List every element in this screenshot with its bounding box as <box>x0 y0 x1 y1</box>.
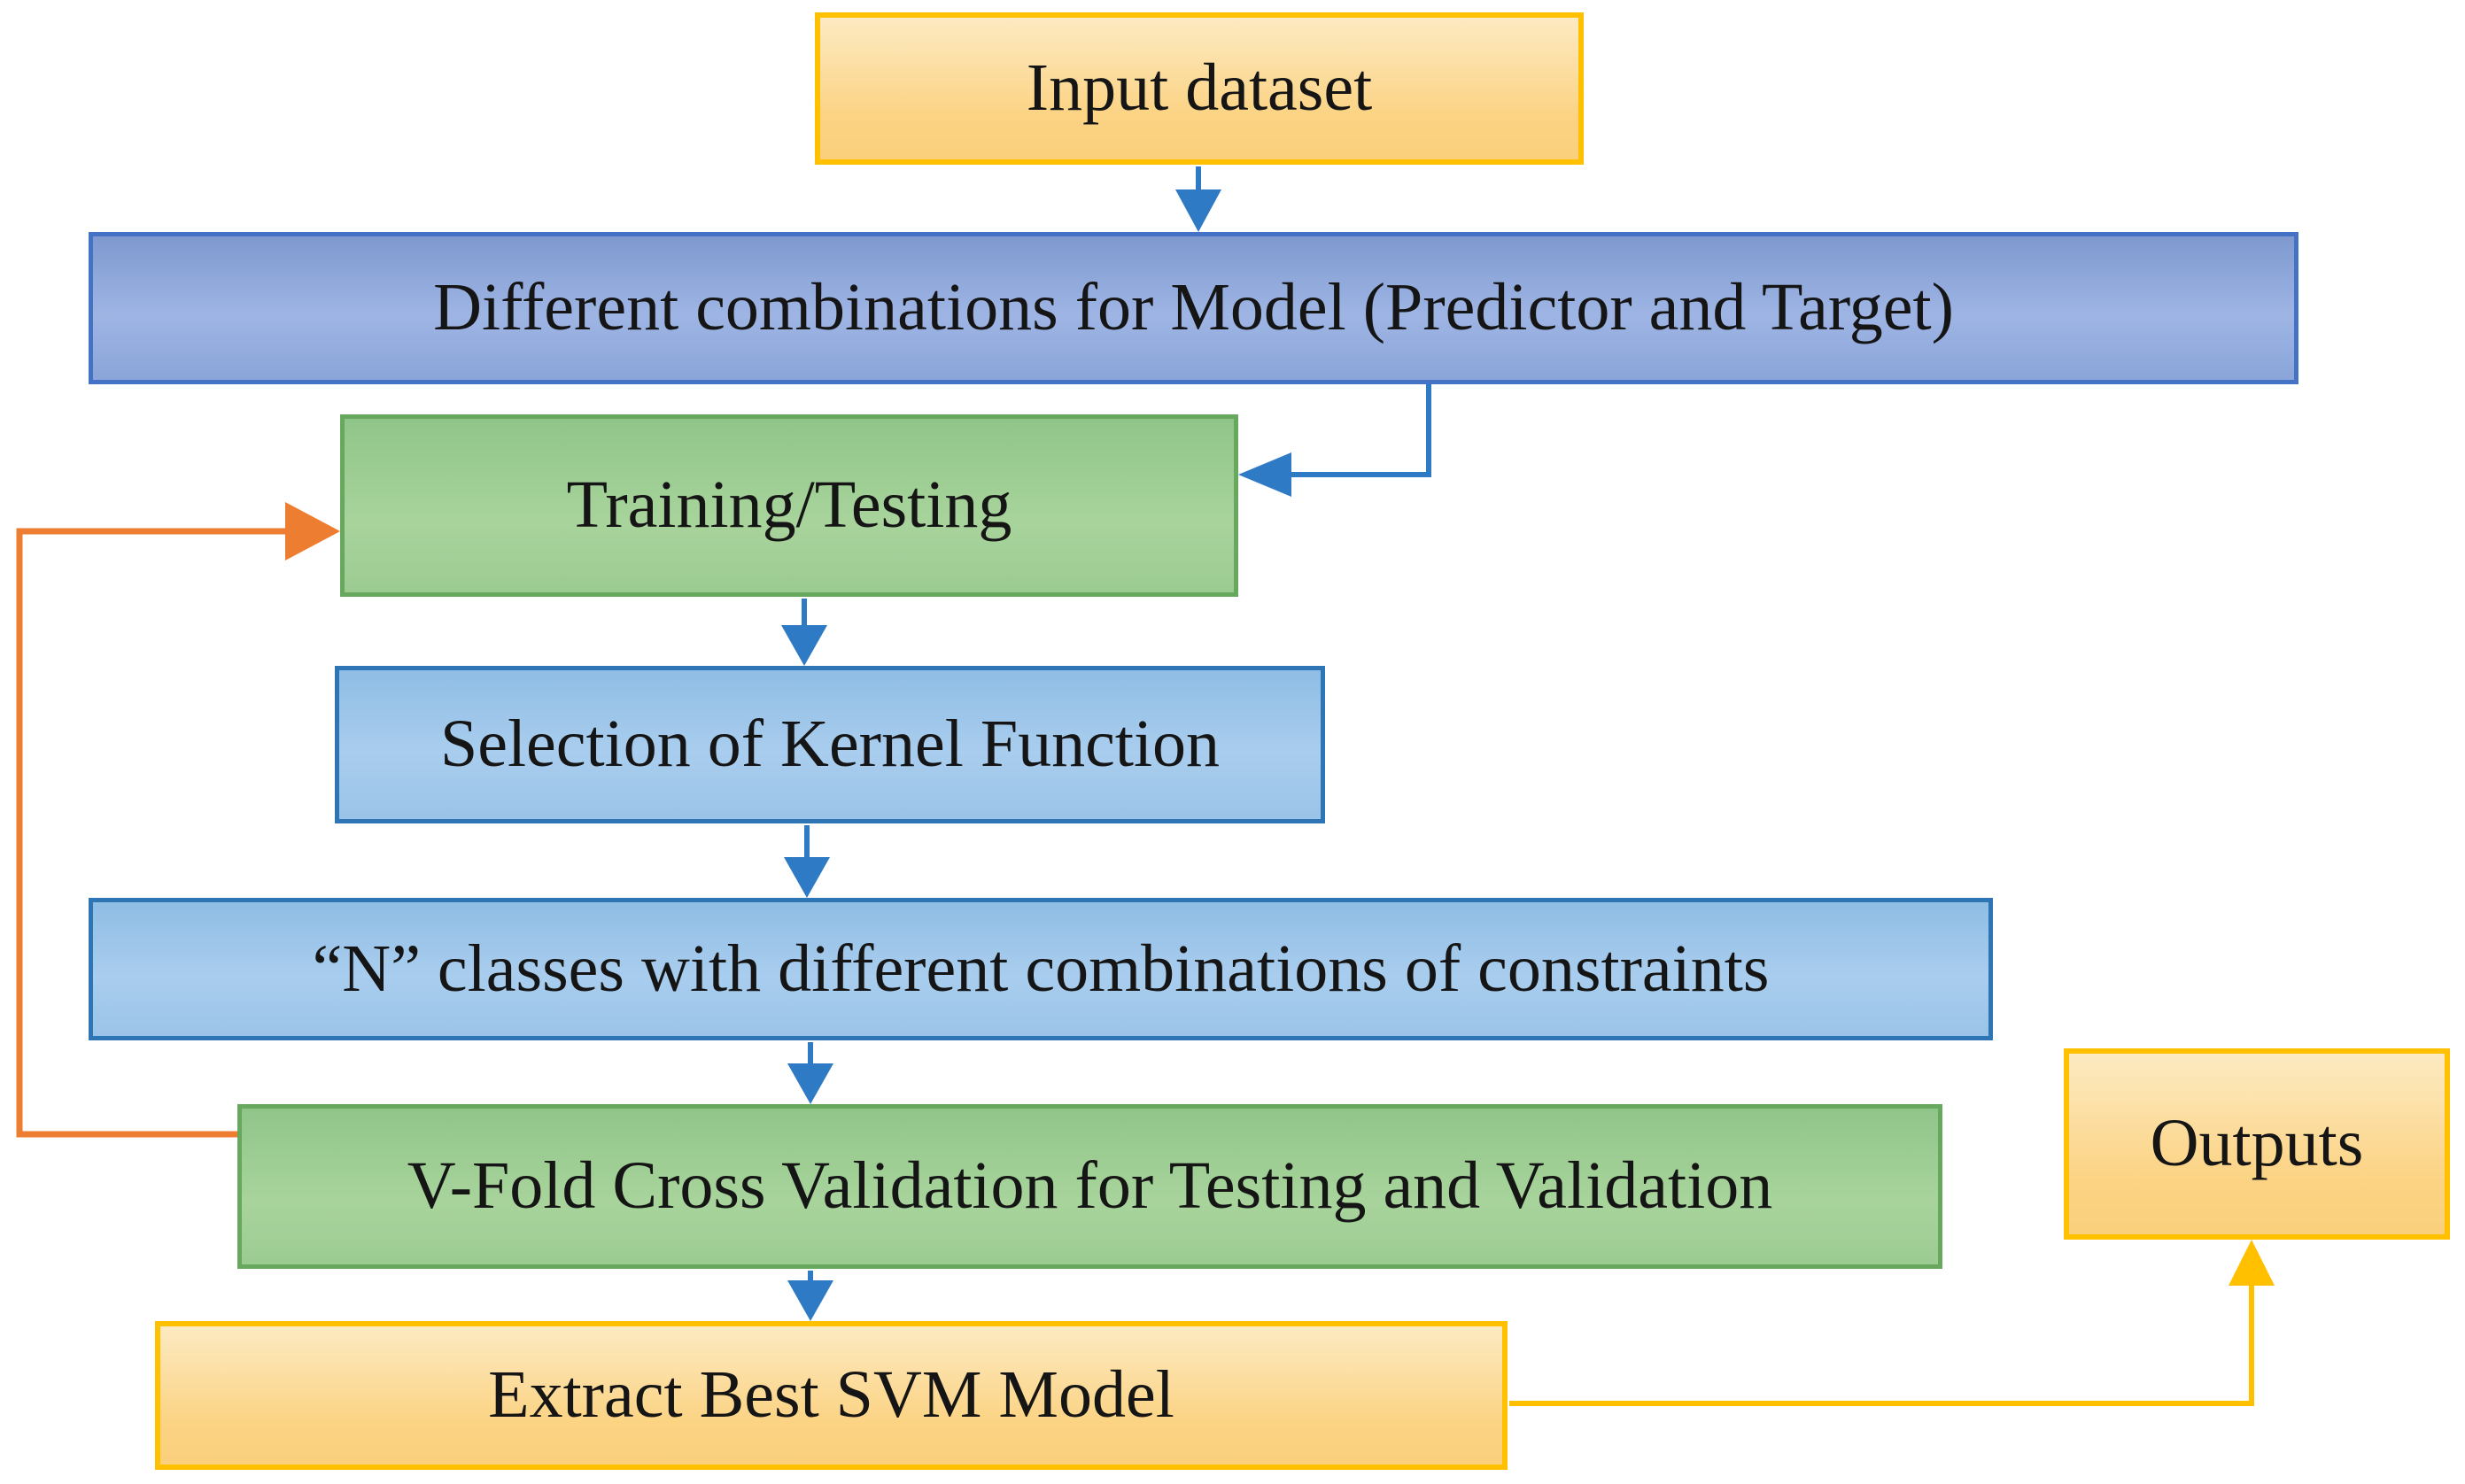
node-training-testing: Training/Testing <box>340 414 1238 597</box>
node-outputs: Outputs <box>2064 1048 2450 1240</box>
node-kernel-selection-label: Selection of Kernel Function <box>439 707 1221 782</box>
edge-model-combinations-to-training-testing <box>1238 384 1431 497</box>
node-model-combinations: Different combinations for Model (Predic… <box>89 232 2298 384</box>
node-input-dataset-label: Input dataset <box>1026 50 1373 126</box>
edge-input-dataset-to-model-combinations <box>1175 166 1221 232</box>
edge-kernel-selection-to-n-classes <box>784 825 830 898</box>
node-v-fold: V-Fold Cross Validation for Testing and … <box>237 1104 1942 1269</box>
edge-training-testing-to-kernel-selection <box>781 599 827 666</box>
node-input-dataset: Input dataset <box>815 12 1584 165</box>
node-v-fold-label: V-Fold Cross Validation for Testing and … <box>407 1148 1773 1224</box>
node-extract-best: Extract Best SVM Model <box>155 1321 1508 1470</box>
edge-n-classes-to-v-fold <box>787 1042 833 1104</box>
node-n-classes-label: “N” classes with different combinations … <box>312 931 1770 1006</box>
node-kernel-selection: Selection of Kernel Function <box>335 666 1325 823</box>
node-training-testing-label: Training/Testing <box>566 468 1012 543</box>
node-outputs-label: Outputs <box>2150 1106 2364 1181</box>
edge-v-fold-to-extract-best <box>787 1271 833 1321</box>
node-model-combinations-label: Different combinations for Model (Predic… <box>433 270 1954 345</box>
node-extract-best-label: Extract Best SVM Model <box>488 1357 1174 1433</box>
node-n-classes: “N” classes with different combinations … <box>89 898 1993 1040</box>
